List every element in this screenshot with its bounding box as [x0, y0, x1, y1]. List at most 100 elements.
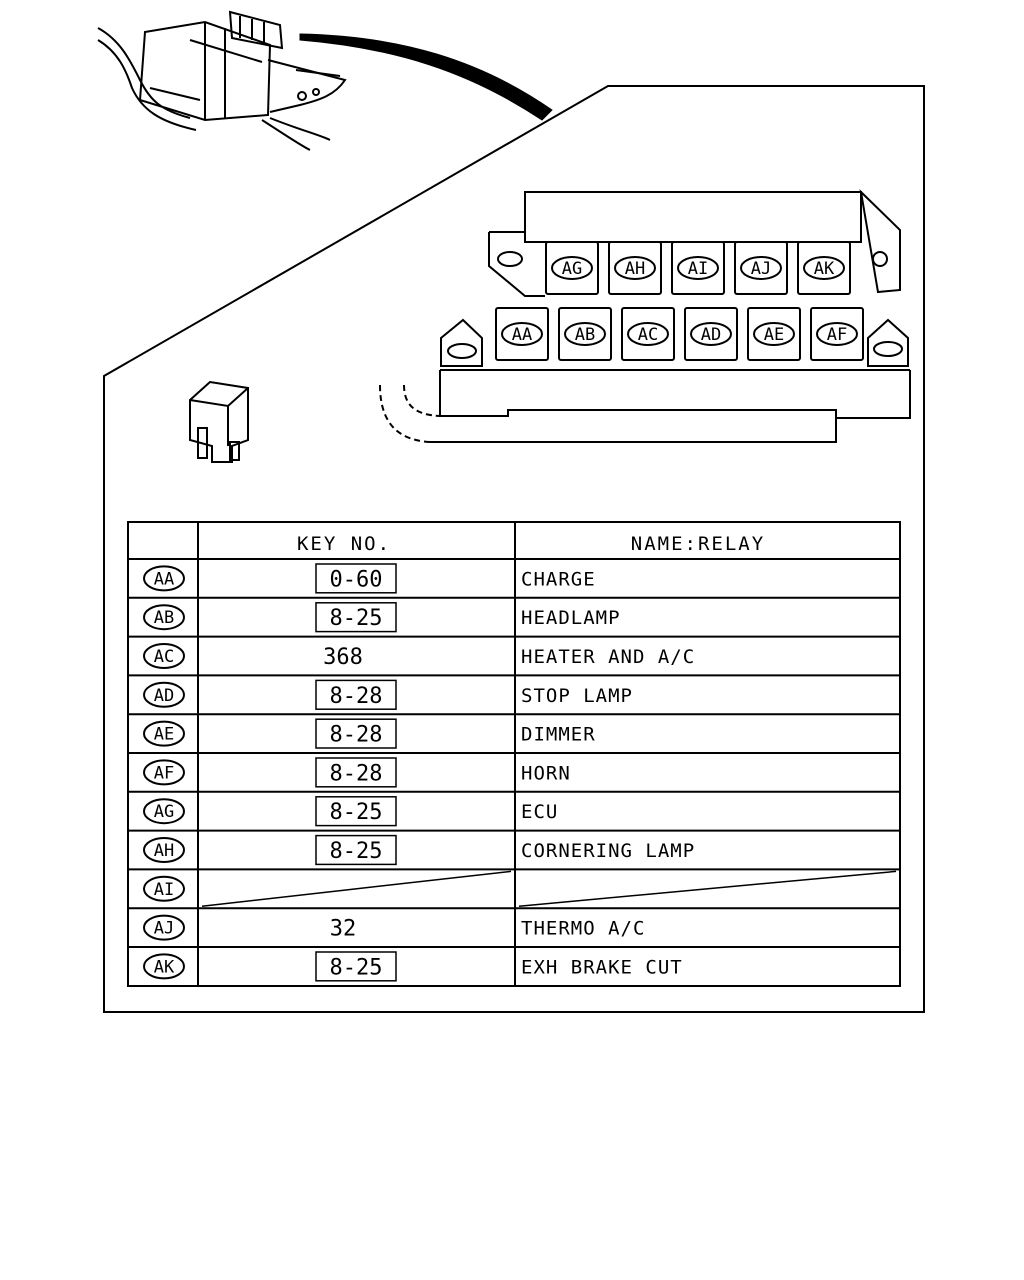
- row-key-no: 32: [330, 917, 357, 942]
- row-code: AI: [154, 880, 174, 900]
- row-key-no: 8-25: [330, 800, 383, 825]
- empty-cell-slash: [518, 870, 897, 907]
- pointer-arc: [299, 33, 553, 121]
- relay-row-top: AG AH AI AJ AK: [545, 241, 851, 295]
- code-marker-icon: [143, 604, 185, 631]
- row-relay-name: ECU: [521, 801, 558, 823]
- key-box: [315, 834, 397, 866]
- relay-slot-label: AA: [512, 325, 532, 345]
- row-key-no: 8-25: [330, 839, 383, 864]
- relay-slot-ak: AK: [797, 241, 851, 295]
- row-code: AE: [154, 725, 174, 745]
- table-row: AG 8-25 ECU: [128, 790, 900, 827]
- relay-slot-af: AF: [810, 307, 864, 361]
- key-box: [315, 796, 397, 827]
- code-marker-icon: [143, 759, 185, 786]
- row-key-no: 0-60: [330, 567, 383, 592]
- table-row: AF 8-28 HORN: [128, 752, 900, 788]
- slot-marker-icon: [501, 322, 543, 346]
- row-key-no: 368: [323, 645, 363, 670]
- row-relay-name: THERMO A/C: [521, 918, 645, 940]
- slot-marker-icon: [816, 322, 858, 346]
- relay-slot-label: AJ: [751, 259, 771, 279]
- row-code: AG: [154, 802, 174, 822]
- relay-block-outline: [379, 189, 911, 443]
- row-code: AK: [154, 957, 175, 977]
- relay-row-bottom: AA AB AC AD AE AF: [495, 307, 864, 361]
- code-marker-icon: [143, 798, 185, 825]
- row-key-no: 8-28: [330, 761, 383, 786]
- key-box: [315, 679, 397, 710]
- slot-marker-icon: [690, 322, 732, 346]
- relay-slot-label: AE: [764, 325, 784, 345]
- relay-slot-aj: AJ: [734, 241, 788, 295]
- code-marker-icon: [143, 720, 185, 747]
- row-relay-name: CHARGE: [521, 568, 596, 590]
- relay-slot-ab: AB: [558, 307, 612, 361]
- row-relay-name: DIMMER: [521, 724, 596, 746]
- row-key-no: 8-25: [330, 955, 383, 980]
- code-marker-icon: [143, 681, 185, 708]
- row-code: AC: [154, 647, 174, 667]
- row-key-no: 8-25: [330, 606, 383, 631]
- relay-slot-label: AG: [562, 259, 582, 279]
- code-marker-icon: [143, 914, 185, 941]
- key-box: [315, 951, 397, 982]
- relay-slot-label: AC: [638, 325, 658, 345]
- key-box: [315, 563, 397, 594]
- slot-marker-icon: [564, 322, 606, 346]
- slot-marker-icon: [551, 256, 593, 280]
- slot-marker-icon: [803, 256, 845, 280]
- table-row: AI: [128, 868, 900, 907]
- table-row: AB 8-25 HEADLAMP: [128, 596, 900, 633]
- key-box: [315, 602, 397, 633]
- table-row: AE 8-28 DIMMER: [128, 713, 900, 749]
- relay-slot-ae: AE: [747, 307, 801, 361]
- row-key-no: 8-28: [330, 684, 383, 709]
- table-row: AA 0-60 CHARGE: [143, 563, 596, 594]
- header-key-no: KEY NO.: [297, 533, 391, 555]
- relay-slot-label: AH: [625, 259, 645, 279]
- relay-unit-icon: [189, 380, 249, 463]
- row-relay-name: EXH BRAKE CUT: [521, 956, 683, 978]
- slot-marker-icon: [740, 256, 782, 280]
- relay-slot-label: AI: [688, 259, 708, 279]
- row-relay-name: HORN: [521, 762, 571, 784]
- table-row: AC 368 HEATER AND A/C: [128, 635, 900, 670]
- detail-frame: [103, 85, 925, 1013]
- row-code: AH: [154, 841, 174, 861]
- key-box: [315, 718, 397, 749]
- harness-location-sketch: [97, 10, 347, 151]
- relay-slot-label: AF: [827, 325, 847, 345]
- row-relay-name: HEATER AND A/C: [521, 646, 695, 668]
- code-marker-icon: [143, 565, 185, 592]
- relay-slot-label: AB: [575, 325, 595, 345]
- row-relay-name: STOP LAMP: [521, 685, 633, 707]
- relay-slot-aa: AA: [495, 307, 549, 361]
- relay-slot-ag: AG: [545, 241, 599, 295]
- row-code: AF: [154, 763, 174, 783]
- code-marker-icon: [143, 837, 185, 863]
- table-row: AK 8-25 EXH BRAKE CUT: [128, 946, 900, 982]
- row-code: AB: [154, 608, 174, 628]
- header-name-relay: NAME:RELAY: [631, 533, 765, 555]
- key-box: [315, 757, 397, 788]
- row-code: AA: [154, 569, 174, 589]
- relay-slot-ad: AD: [684, 307, 738, 361]
- code-marker-icon: [143, 643, 185, 669]
- row-key-no: 8-28: [330, 723, 383, 748]
- relay-slot-ah: AH: [608, 241, 662, 295]
- empty-cell-slash: [201, 870, 512, 907]
- code-marker-icon: [143, 875, 185, 902]
- relay-slot-ac: AC: [621, 307, 675, 361]
- relay-slot-label: AD: [701, 325, 721, 345]
- row-relay-name: HEADLAMP: [521, 607, 621, 629]
- code-marker-icon: [143, 953, 185, 980]
- slot-marker-icon: [627, 322, 669, 346]
- slot-marker-icon: [753, 322, 795, 346]
